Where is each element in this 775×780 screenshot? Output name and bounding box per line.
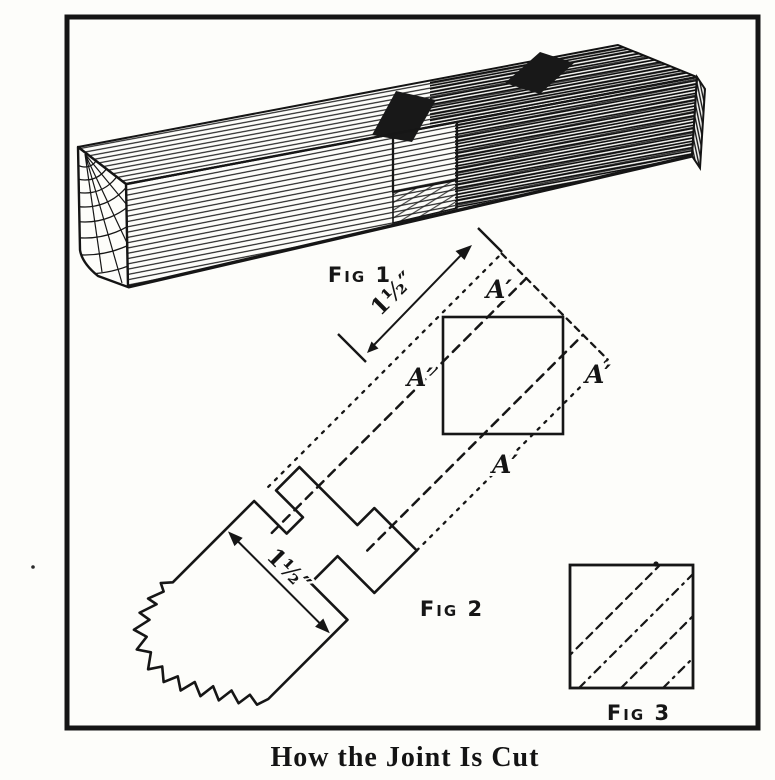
fig3-square <box>568 563 695 690</box>
joint-notch-dark-2 <box>505 52 574 94</box>
fig3-cut-lines <box>570 565 693 688</box>
joint-profile-piece <box>132 465 419 706</box>
fig3-top-mark <box>653 561 659 567</box>
cross-section-square <box>441 315 565 436</box>
band-upper-boundary <box>267 252 503 489</box>
beam-front-face-dark <box>455 77 697 209</box>
beam-right-end <box>690 73 707 172</box>
beam-front-top-edge <box>125 75 698 186</box>
cut-label-right: A′ <box>583 360 611 389</box>
cut-line-a-lower <box>366 333 585 552</box>
cut-label-left: A′ <box>405 363 433 392</box>
fig1-beam-drawing <box>76 44 707 289</box>
cut-label-top: A′ <box>484 275 512 304</box>
caption: How the Joint Is Cut <box>271 742 540 773</box>
fig1-label: Fig 1 <box>328 263 392 287</box>
fig2-rotated-band: 1½″ <box>132 252 609 706</box>
cut-label-bottom: A′ <box>490 450 518 479</box>
illustration-frame <box>64 14 761 731</box>
joint-step-line <box>391 122 459 194</box>
beam-top-face-dark <box>430 45 697 127</box>
cut-line-a-upper <box>270 277 528 535</box>
dimension-ticks <box>337 227 503 363</box>
fig3-end-view <box>568 561 695 690</box>
beam-bottom-edge <box>127 154 693 289</box>
band-lower-boundary <box>415 358 609 552</box>
band-width-dimension: 1½″ <box>337 227 503 363</box>
fig2-label: Fig 2 <box>420 597 484 621</box>
fig3-label: Fig 3 <box>607 701 671 725</box>
joint-notch-dark <box>372 91 436 142</box>
band-end-boundary <box>500 252 609 361</box>
print-speck <box>31 565 35 569</box>
